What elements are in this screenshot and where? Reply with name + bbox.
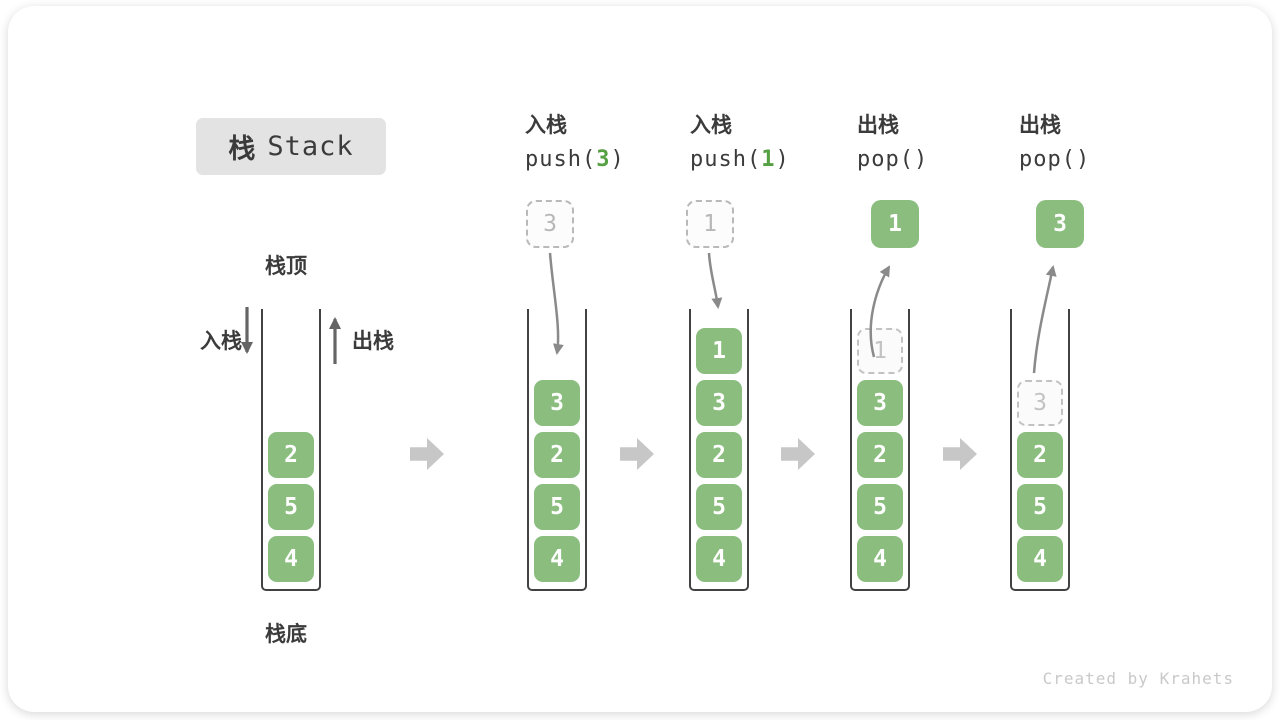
op-code: push(3) <box>525 145 625 175</box>
op-header-pop-3: 出栈 pop() <box>1019 113 1090 175</box>
op-header-pop-1: 出栈 pop() <box>857 113 928 175</box>
stack-bottom-label: 栈底 <box>265 623 307 646</box>
stack-after-pop-1: 1 3 2 5 4 <box>850 309 910 591</box>
code-pre: pop( <box>857 147 914 172</box>
code-post: ) <box>775 147 790 172</box>
code-post: ) <box>610 147 625 172</box>
next-step-arrow-icon <box>410 438 444 470</box>
stack-cell: 4 <box>857 536 903 582</box>
next-step-arrow-icon <box>943 438 977 470</box>
push-flow-arrow-icon <box>707 252 723 309</box>
diagram-card: 栈 Stack 栈顶 栈底 入栈 出栈 入栈 push(3) 入栈 push(1… <box>8 6 1272 712</box>
op-header-push-3: 入栈 push(3) <box>525 113 625 175</box>
op-code: pop() <box>857 145 928 175</box>
next-step-arrow-icon <box>781 438 815 470</box>
code-arg: 3 <box>596 147 611 172</box>
op-header-push-1: 入栈 push(1) <box>690 113 790 175</box>
stack-cell: 1 <box>696 328 742 374</box>
stack-cell: 2 <box>268 432 314 478</box>
stack-initial: 2 5 4 <box>261 309 321 591</box>
title-box: 栈 Stack <box>196 118 386 175</box>
stack-cell: 2 <box>534 432 580 478</box>
op-zh-label: 入栈 <box>525 114 567 137</box>
op-code: push(1) <box>690 145 790 175</box>
stack-cell: 5 <box>268 484 314 530</box>
stack-cell: 5 <box>696 484 742 530</box>
next-step-arrow-icon <box>620 438 654 470</box>
op-zh-label: 出栈 <box>857 114 899 137</box>
popped-value-box: 3 <box>1036 200 1084 248</box>
stack-after-push-1: 1 3 2 5 4 <box>689 309 749 591</box>
title-zh: 栈 <box>228 134 256 164</box>
code-arg: 1 <box>761 147 776 172</box>
code-pre: push( <box>525 147 597 172</box>
stack-cell: 2 <box>1017 432 1063 478</box>
arrows-overlay <box>241 252 1057 374</box>
op-code: pop() <box>1019 145 1090 175</box>
incoming-value-box: 1 <box>686 200 734 248</box>
stack-cell: 5 <box>534 484 580 530</box>
stack-after-pop-3: 3 2 5 4 <box>1010 309 1070 591</box>
stack-cell: 4 <box>1017 536 1063 582</box>
code-pre: push( <box>690 147 762 172</box>
stack-cell: 5 <box>1017 484 1063 530</box>
title-en: Stack <box>267 131 354 162</box>
stack-top-label: 栈顶 <box>265 255 307 278</box>
pop-side-label: 出栈 <box>352 330 394 353</box>
stack-cell: 3 <box>696 380 742 426</box>
stack-cell: 2 <box>857 432 903 478</box>
op-zh-label: 出栈 <box>1019 114 1061 137</box>
stack-cell-ghost: 1 <box>857 328 903 374</box>
popped-value-box: 1 <box>871 200 919 248</box>
code-pre: pop( <box>1019 147 1076 172</box>
stack-cell: 4 <box>268 536 314 582</box>
push-side-label: 入栈 <box>200 330 242 353</box>
credit-text: Created by Krahets <box>1042 669 1234 688</box>
code-post: ) <box>913 147 929 172</box>
stack-cell: 3 <box>534 380 580 426</box>
stack-cell-ghost: 3 <box>1017 380 1063 426</box>
op-zh-label: 入栈 <box>690 114 732 137</box>
stack-cell: 4 <box>696 536 742 582</box>
code-post: ) <box>1075 147 1091 172</box>
stack-cell: 5 <box>857 484 903 530</box>
stack-cell: 2 <box>696 432 742 478</box>
incoming-value-box: 3 <box>526 200 574 248</box>
stack-cell: 3 <box>857 380 903 426</box>
stack-after-push-3: 3 2 5 4 <box>527 309 587 591</box>
stack-cell: 4 <box>534 536 580 582</box>
